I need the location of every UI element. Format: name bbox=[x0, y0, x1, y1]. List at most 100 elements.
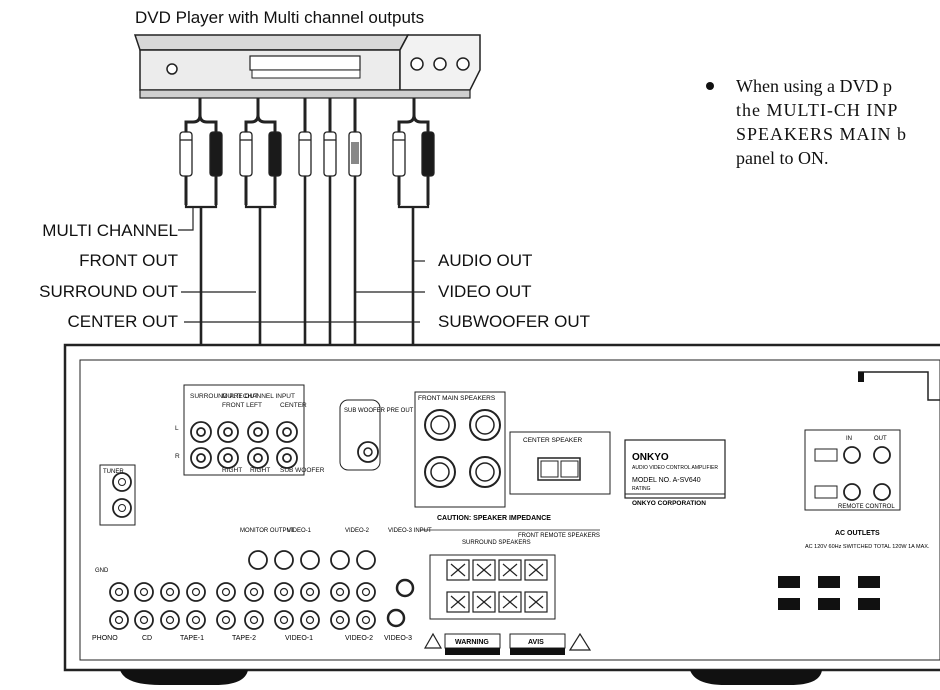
model-number: MODEL NO. A-SV640 bbox=[632, 477, 701, 484]
rating-label: ONKYO AUDIO VIDEO CONTROL AMPLIFIER MODE… bbox=[624, 439, 726, 507]
sub-woofer-pre-out: SUB WOOFER PRE OUT bbox=[339, 399, 414, 471]
front-main-speakers: FRONT MAIN SPEAKERS bbox=[414, 391, 506, 508]
sub-pre-out-label: SUB WOOFER PRE OUT bbox=[344, 408, 414, 414]
surround-out-label: SURROUND OUT bbox=[39, 282, 178, 301]
product-type-label: AUDIO VIDEO CONTROL AMPLIFIER bbox=[632, 465, 718, 471]
lower-jacks-labels: GND MONITOR OUTPUT VIDEO-1 VIDEO-2 VIDEO… bbox=[92, 528, 432, 642]
video3-label: VIDEO-3 bbox=[384, 635, 412, 642]
warning-labels: WARNING AVIS bbox=[423, 632, 592, 655]
video-jack-icon bbox=[356, 550, 376, 570]
avis-label: AVIS bbox=[528, 639, 544, 646]
right-label: RIGHT bbox=[222, 467, 242, 474]
video-jack-icon bbox=[300, 550, 320, 570]
note-line: When using a DVD p bbox=[736, 76, 892, 96]
video3-input-label: VIDEO-3 INPUT bbox=[388, 528, 432, 534]
multi-ch-text: SURROUND PRE OUT bbox=[190, 393, 258, 400]
rca-jack-center bbox=[165, 587, 175, 597]
power-button-icon bbox=[166, 63, 178, 75]
video2-header: VIDEO-2 bbox=[345, 528, 370, 534]
video-jack-icon bbox=[274, 550, 294, 570]
tape2-label: TAPE-2 bbox=[232, 635, 256, 642]
center-speaker: CENTER SPEAKER bbox=[509, 431, 611, 495]
remote-control-jacks: IN OUT REMOTE CONTROL bbox=[804, 371, 940, 511]
dvd-player bbox=[133, 34, 481, 99]
rca-plugs-upper bbox=[179, 131, 435, 177]
ch-l-label: L bbox=[175, 425, 179, 432]
rca-jack-center bbox=[335, 587, 345, 597]
video1-label: VIDEO-1 bbox=[285, 635, 313, 642]
surround-speakers-label: SURROUND SPEAKERS bbox=[462, 540, 531, 546]
caution-label: CAUTION: SPEAKER IMPEDANCE bbox=[437, 515, 551, 522]
rating-text: RATING bbox=[632, 486, 651, 492]
rca-jack-center bbox=[305, 615, 315, 625]
ac-specs-label: AC 120V 60Hz SWITCHED TOTAL 120W 1A MAX. bbox=[805, 544, 930, 550]
warning-label: WARNING bbox=[455, 639, 489, 646]
video2-label: VIDEO-2 bbox=[345, 635, 373, 642]
rca-jack-center bbox=[249, 615, 259, 625]
rc-out-label: OUT bbox=[874, 436, 887, 442]
video-jack-icon bbox=[330, 550, 350, 570]
front-remote-label: FRONT REMOTE SPEAKERS bbox=[518, 533, 600, 539]
rc-in-label: IN bbox=[846, 436, 852, 442]
rca-jack-center bbox=[305, 587, 315, 597]
phono-label: PHONO bbox=[92, 635, 118, 642]
center-speaker-label: CENTER SPEAKER bbox=[523, 437, 583, 444]
lower-jack-rows bbox=[109, 550, 376, 630]
rca-jack-center bbox=[221, 615, 231, 625]
rca-jack-center bbox=[335, 615, 345, 625]
bullet-icon bbox=[706, 82, 714, 90]
rca-jack-center bbox=[249, 587, 259, 597]
note-line: the MULTI-CH INP bbox=[736, 100, 899, 120]
center-out-label: CENTER OUT bbox=[67, 312, 179, 331]
corporation-label: ONKYO CORPORATION bbox=[632, 500, 706, 507]
video-out-label: VIDEO OUT bbox=[438, 282, 532, 301]
right-label: RIGHT bbox=[250, 467, 270, 474]
cd-label: CD bbox=[142, 635, 152, 642]
video1-header: VIDEO-1 bbox=[287, 528, 312, 534]
rca-jack-center bbox=[361, 615, 371, 625]
subwoofer-out-label: SUBWOOFER OUT bbox=[438, 312, 591, 331]
dvd-button-icon bbox=[456, 57, 470, 71]
rca-jack-center bbox=[165, 615, 175, 625]
dvd-button-icon bbox=[433, 57, 447, 71]
tape1-label: TAPE-1 bbox=[180, 635, 204, 642]
rca-jack-center bbox=[191, 587, 201, 597]
sub-woofer-label: SUB WOOFER bbox=[280, 467, 325, 474]
rca-jack-center bbox=[191, 615, 201, 625]
multi-ch-jacks bbox=[190, 421, 298, 469]
rca-jack-center bbox=[139, 615, 149, 625]
rca-jack-center bbox=[114, 615, 124, 625]
ac-outlets-label: AC OUTLETS bbox=[835, 530, 880, 537]
multi-channel-input-block: SURROUND PRE OUT MULTI CHANNEL INPUT FRO… bbox=[175, 393, 325, 474]
note-line: panel to ON. bbox=[736, 148, 829, 168]
ac-outlets: AC OUTLETS AC 120V 60Hz SWITCHED TOTAL 1… bbox=[778, 530, 930, 610]
monitor-output-label: MONITOR OUTPUT bbox=[240, 528, 295, 534]
dvd-cables bbox=[184, 98, 430, 132]
dvd-player-title: DVD Player with Multi channel outputs bbox=[135, 8, 425, 27]
speaker-terminals: CAUTION: SPEAKER IMPEDANCE SURROUND SPEA… bbox=[420, 515, 600, 620]
ch-r-label: R bbox=[175, 453, 180, 460]
dvd-button-icon bbox=[410, 57, 424, 71]
multi-ch-text: MULTI CHANNEL INPUT bbox=[222, 393, 295, 400]
gnd-label: GND bbox=[95, 568, 109, 574]
video-jack-icon bbox=[248, 550, 268, 570]
rca-jack-center bbox=[114, 587, 124, 597]
rca-jack-center bbox=[279, 615, 289, 625]
multi-ch-text: FRONT LEFT bbox=[222, 402, 262, 409]
multi-channel-label: MULTI CHANNEL bbox=[42, 221, 178, 240]
rca-jack-center bbox=[361, 587, 371, 597]
note-line: SPEAKERS MAIN b bbox=[736, 124, 908, 144]
tuner-label: TUNER bbox=[103, 469, 124, 475]
audio-out-label: AUDIO OUT bbox=[438, 251, 533, 270]
remote-control-label: REMOTE CONTROL bbox=[838, 504, 895, 510]
rca-jack-center bbox=[139, 587, 149, 597]
front-main-label: FRONT MAIN SPEAKERS bbox=[418, 395, 496, 402]
tuner-jacks: TUNER bbox=[99, 464, 136, 526]
front-out-label: FRONT OUT bbox=[79, 251, 178, 270]
rca-jack-center bbox=[279, 587, 289, 597]
brand-logo: ONKYO bbox=[632, 452, 669, 463]
multi-ch-text: CENTER bbox=[280, 402, 307, 409]
rca-jack-center bbox=[221, 587, 231, 597]
